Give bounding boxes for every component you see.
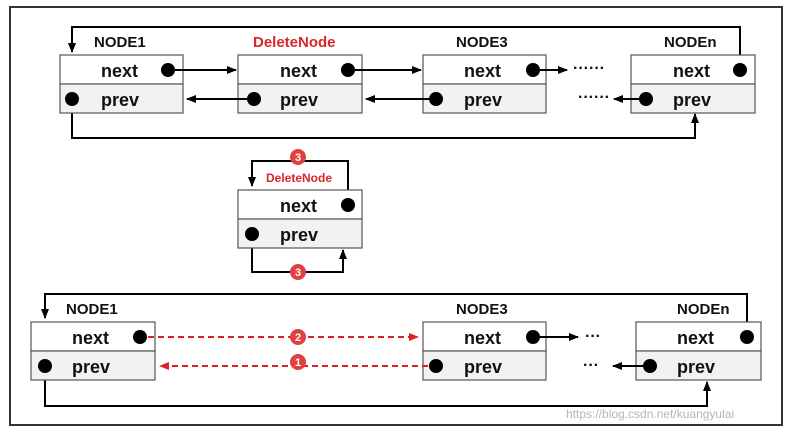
top-node3-prev-cell (422, 83, 547, 114)
bottom-noden-next-dot (740, 330, 754, 344)
top-delete-title: DeleteNode (253, 34, 336, 51)
bottom-noden-next-label: next (677, 328, 714, 348)
bottom-ellipsis-next: ··· (585, 328, 601, 345)
mid-badge-bottom-text: 3 (295, 267, 301, 279)
top-node3-next-cell (422, 54, 547, 85)
bottom-node1-title: NODE1 (66, 301, 118, 318)
top-noden-next-label: next (673, 61, 710, 81)
bottom-wrap-next-line (41, 293, 748, 338)
top-delete-prev-label: prev (280, 90, 318, 110)
top-node1-prev-label: prev (101, 90, 139, 110)
top-node3-next-label: next (464, 61, 501, 81)
bottom-node1-next-dot (133, 330, 147, 344)
bottom-node1-prev-dot (38, 359, 52, 373)
bottom-node3-prev-label: prev (464, 357, 502, 377)
mid-delete-title: DeleteNode (266, 171, 332, 185)
top-noden-title: NODEn (664, 34, 717, 51)
top-noden-next-dot (733, 63, 747, 77)
bottom-node1-prev-label: prev (72, 357, 110, 377)
top-node3-prev-label: prev (464, 90, 502, 110)
top-delete-prev-cell (237, 83, 363, 114)
mid-delete-prev-dot (245, 227, 259, 241)
top-node3-title: NODE3 (456, 34, 508, 51)
top-wrap-prev-line (71, 99, 699, 139)
top-node1-next-dot (161, 63, 175, 77)
bottom-badge-next-text: 2 (295, 332, 301, 344)
bottom-badge-prev: 1 (290, 354, 306, 370)
bottom-node3-prev-dot (429, 359, 443, 373)
mid-delete-prev-label: prev (280, 225, 318, 245)
bottom-node3-next-dot (526, 330, 540, 344)
top-noden-prev-label: prev (673, 90, 711, 110)
top-node1-title: NODE1 (94, 34, 146, 51)
bottom-wrap-prev-line (44, 366, 711, 407)
top-delete-next-dot (341, 63, 355, 77)
bottom-node3-prev-cell (422, 350, 547, 381)
mid-delete-next-label: next (280, 196, 317, 216)
watermark-text: https://blog.csdn.net/kuangyulai (566, 407, 734, 421)
bottom-ellipsis-prev: ··· (583, 357, 599, 374)
bottom-node3-next-label: next (464, 328, 501, 348)
top-noden-prev-dot (639, 92, 653, 106)
bottom-noden-prev-dot (643, 359, 657, 373)
top-ellipsis-prev: ······ (578, 89, 610, 106)
mid-badge-top: 3 (290, 149, 306, 165)
top-node1-next-label: next (101, 61, 138, 81)
mid-badge-top-text: 3 (295, 152, 301, 164)
bottom-badge-prev-text: 1 (295, 357, 301, 369)
top-wrap-next-line (68, 26, 741, 70)
top-ellipsis-next: ······ (573, 60, 605, 77)
top-node3-prev-dot (429, 92, 443, 106)
top-node1-prev-cell (59, 83, 184, 114)
bottom-node3-next-cell (422, 321, 547, 352)
top-delete-prev-dot (247, 92, 261, 106)
mid-delete-next-dot (341, 198, 355, 212)
top-node3-next-dot (526, 63, 540, 77)
mid-badge-bottom: 3 (290, 264, 306, 280)
bottom-badge-next: 2 (290, 329, 306, 345)
bottom-node3-title: NODE3 (456, 301, 508, 318)
bottom-node1-next-label: next (72, 328, 109, 348)
bottom-noden-prev-label: prev (677, 357, 715, 377)
top-node1-prev-dot (65, 92, 79, 106)
top-delete-next-label: next (280, 61, 317, 81)
bottom-noden-title: NODEn (677, 301, 730, 318)
